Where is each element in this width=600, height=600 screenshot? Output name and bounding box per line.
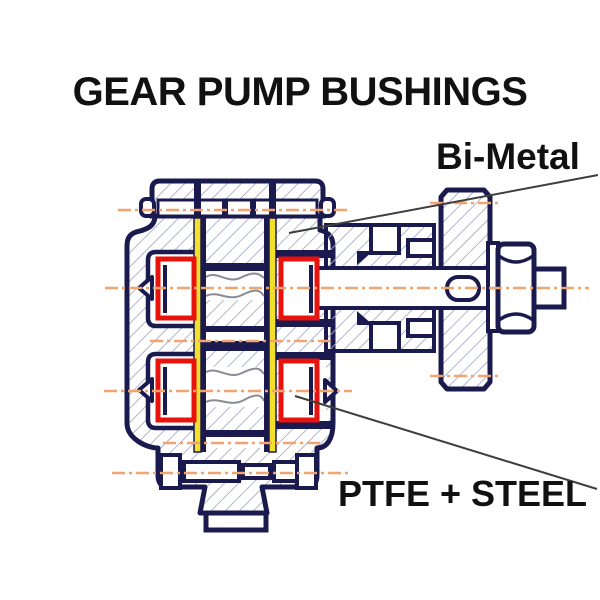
nut-facet-arc-bottom — [497, 312, 535, 322]
top-cover-bolt-edge — [250, 201, 256, 215]
mounting-foot — [203, 510, 269, 533]
thrust-plate-right — [268, 217, 277, 453]
centerlines — [104, 201, 589, 475]
top-cover-bolt-edge — [222, 201, 228, 215]
top-cover-bolt-band — [156, 198, 319, 218]
seal-lip-upper — [357, 251, 373, 265]
gear-chamber — [205, 263, 265, 448]
top-cover-divider-left — [194, 181, 201, 216]
bushing-flange-line — [309, 367, 313, 415]
callout-ptfe-steel: PTFE + STEEL — [338, 473, 588, 514]
pocket-rail — [276, 250, 333, 258]
bushing-flange-line — [309, 265, 313, 313]
pocket-rail — [276, 352, 333, 360]
top-cover-boss-left — [139, 197, 156, 218]
thrust-plate-left — [193, 217, 202, 453]
diagram-title: GEAR PUMP BUSHINGS — [72, 70, 528, 114]
shaft-center-cone-upper-left — [137, 275, 154, 301]
callout-bi-metal: Bi-Metal — [436, 136, 580, 177]
bi-metal-leader-line — [288, 174, 599, 234]
pocket-rail — [276, 319, 333, 327]
top-cover-boss-right — [319, 197, 336, 218]
nut-facet-arc-top — [497, 254, 535, 264]
chamber-wall-right — [264, 218, 269, 452]
pocket-rail — [276, 421, 333, 429]
seal-lip-lower — [357, 311, 373, 325]
ptfe-steel-leader-line — [294, 395, 598, 490]
bottom-port-channel — [159, 453, 318, 490]
chamber-wall-left — [201, 218, 206, 452]
top-cover-divider-right — [269, 181, 276, 216]
